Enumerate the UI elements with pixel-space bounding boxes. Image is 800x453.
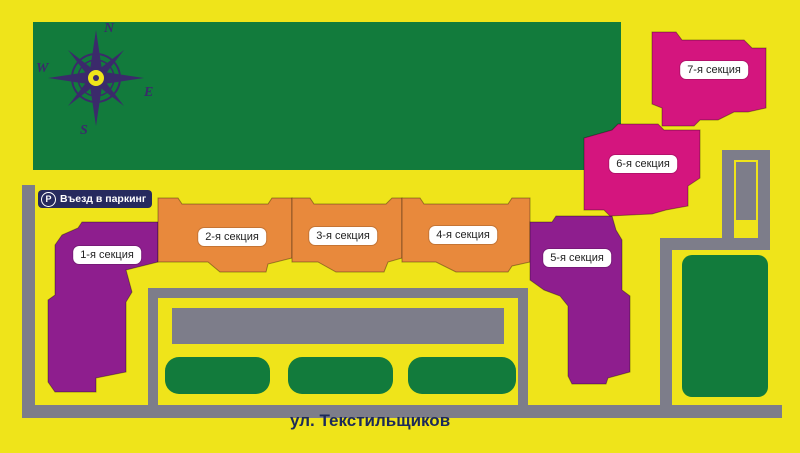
section-label-3: 3-я секция — [309, 227, 377, 245]
road-left-vertical — [22, 185, 35, 410]
section-label-6: 6-я секция — [609, 155, 677, 173]
road-right-vertical-2 — [758, 150, 770, 250]
section-label-4: 4-я секция — [429, 226, 497, 244]
section-label-7: 7-я секция — [680, 61, 748, 79]
green-area-bottom-3 — [408, 357, 516, 394]
building-section-1 — [47, 221, 159, 393]
road-inner-right — [518, 288, 528, 406]
roads — [22, 150, 782, 418]
road-right-vertical — [722, 150, 734, 250]
building-section-5 — [529, 215, 631, 385]
road-main-street — [22, 405, 782, 418]
road-inner-top — [148, 288, 528, 298]
parking-entrance-sign: P Въезд в паркинг — [38, 190, 153, 208]
building-section-7 — [651, 31, 767, 127]
compass-south-label: S — [80, 123, 88, 138]
compass-east-label: E — [143, 85, 153, 100]
road-right-top — [660, 238, 770, 250]
green-area-bottom-2 — [288, 357, 393, 394]
grey-block-right — [736, 162, 756, 220]
section-label-5: 5-я секция — [543, 249, 611, 267]
road-right-cap — [722, 150, 770, 160]
street-label: ул. Текстильщиков — [290, 411, 451, 430]
parking-icon: P — [41, 191, 56, 207]
parking-strip — [172, 308, 504, 344]
road-right-outer — [660, 238, 672, 410]
compass-rose-icon: N E S W — [36, 21, 153, 138]
parking-entrance-label: Въезд в паркинг — [60, 193, 147, 205]
road-inner-left — [148, 288, 158, 406]
compass-north-label: N — [103, 21, 115, 36]
compass-west-label: W — [36, 61, 50, 76]
section-label-1: 1-я секция — [73, 246, 141, 264]
green-area-right — [682, 255, 768, 397]
section-label-2: 2-я секция — [198, 228, 266, 246]
green-area-bottom-1 — [165, 357, 270, 394]
green-area-top — [33, 22, 621, 170]
